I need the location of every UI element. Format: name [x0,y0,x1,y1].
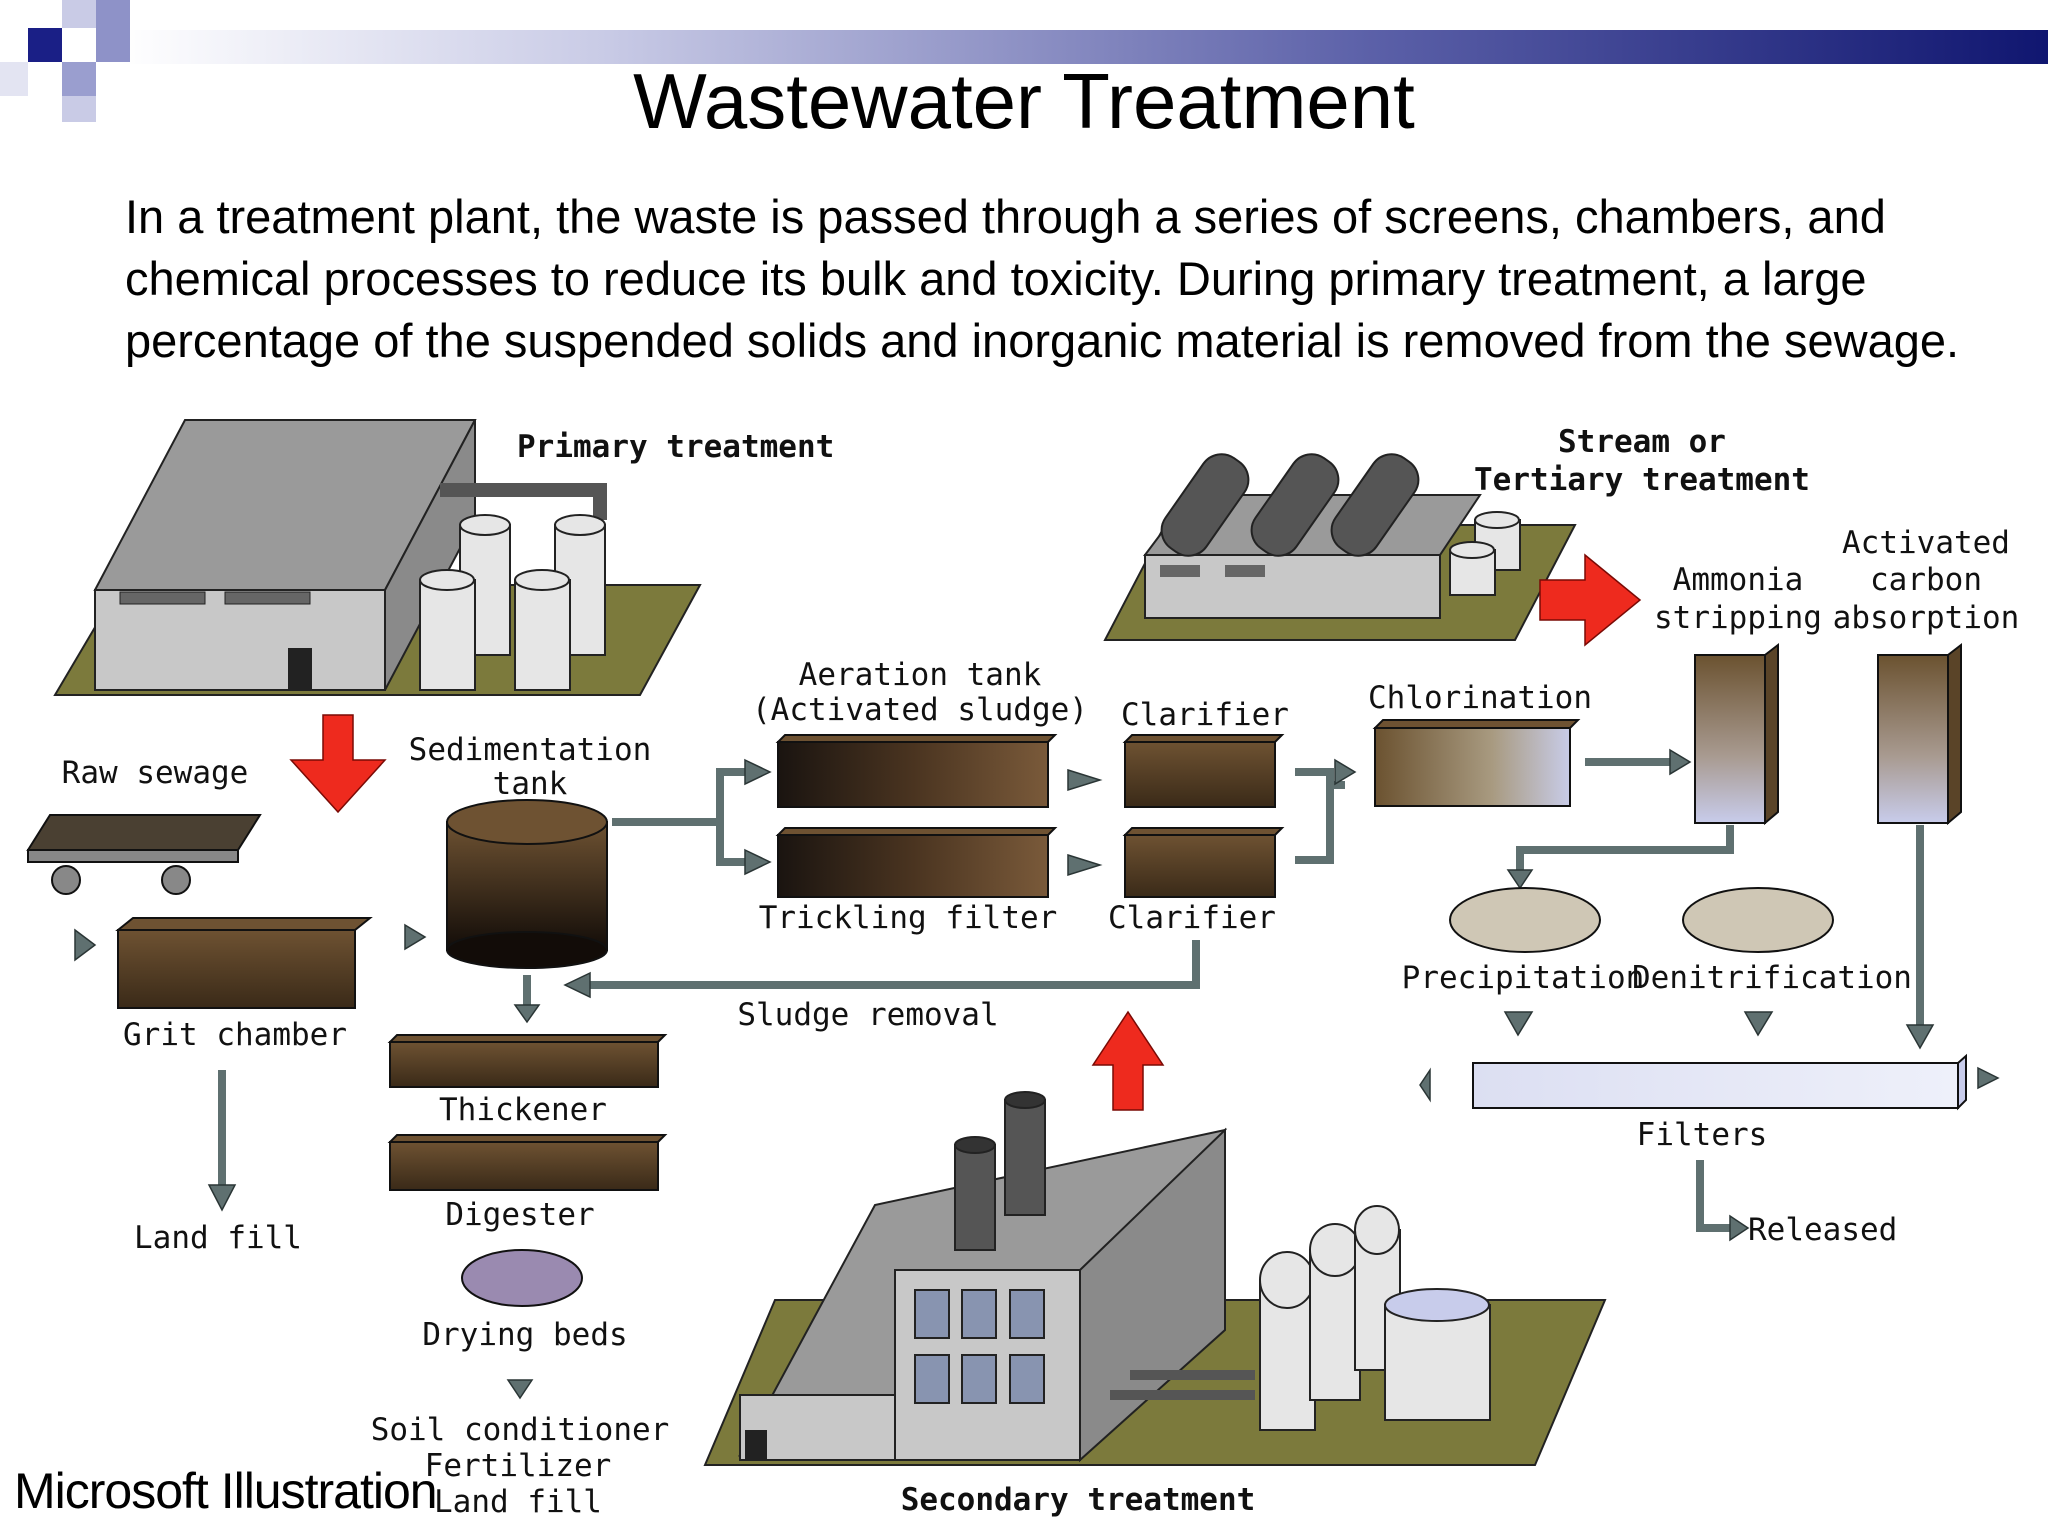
label-stripping: stripping [1654,600,1822,636]
clarifier-top-box [1122,734,1285,808]
slide-title: Wastewater Treatment [633,57,1415,145]
intro-paragraph: In a treatment plant, the waste is passe… [125,190,1960,367]
label-denitrification: Denitrification [1632,960,1912,996]
label-clarifier-top: Clarifier [1121,697,1289,733]
deco-square [96,0,130,28]
label-released: Released [1748,1212,1897,1248]
process-vessels [26,642,1967,1307]
label-ammonia: Ammonia [1673,562,1804,598]
diagram-labels: Primary treatment Stream or Tertiary tre… [62,424,2020,1520]
primary-plant-illustration [53,419,702,696]
label-clarifier-bottom: Clarifier [1108,900,1276,936]
label-fertilizer: Fertilizer [425,1448,612,1484]
raw-sewage-cart [26,814,262,895]
denitrification-basin [1682,887,1834,953]
label-absorption: absorption [1833,600,2020,636]
digester-box [387,1134,668,1191]
flow-pipes [218,758,1924,1232]
label-secondary-treatment: Secondary treatment [901,1482,1256,1518]
label-activated-sludge: (Activated sludge) [752,692,1088,728]
label-thickener: Thickener [439,1092,607,1128]
label-chlorination: Chlorination [1368,680,1592,716]
clarifier-bottom-box [1122,827,1285,898]
red-arrow-up [1091,1010,1165,1111]
carbon-absorption-column [1877,642,1962,826]
deco-square [62,62,96,96]
label-tank: tank [493,766,568,802]
ammonia-stripping-column [1694,642,1779,826]
label-land-fill-2: Land fill [434,1484,602,1520]
deco-square [62,0,96,28]
label-precipitation: Precipitation [1402,960,1645,996]
red-arrow-right [1539,553,1642,647]
label-filters: Filters [1637,1117,1768,1153]
label-land-fill: Land fill [134,1220,302,1256]
label-raw-sewage: Raw sewage [62,755,249,791]
label-activated: Activated [1842,525,2010,561]
aeration-tank-box [775,734,1058,808]
flow-arrowheads [74,748,2000,1400]
header-gradient-band [120,30,2048,64]
grit-chamber-box [115,917,373,1009]
label-aeration-tank: Aeration tank [799,657,1042,693]
red-arrow-down [289,714,387,814]
label-sludge-removal: Sludge removal [737,997,998,1033]
secondary-plant-illustration [703,1091,1607,1466]
credit-text: Microsoft Illustration [14,1463,438,1519]
deco-square [28,28,62,62]
label-sedimentation: Sedimentation [409,732,652,768]
label-drying-beds: Drying beds [422,1317,627,1353]
filters-box [1472,1053,1967,1111]
label-grit-chamber: Grit chamber [123,1017,347,1053]
deco-square [96,28,130,62]
label-primary-treatment: Primary treatment [517,429,834,465]
label-carbon: carbon [1870,562,1982,598]
trickling-filter-box [775,827,1058,898]
label-trickling-filter: Trickling filter [759,900,1058,936]
label-soil-conditioner: Soil conditioner [371,1412,670,1448]
label-digester: Digester [445,1197,594,1233]
label-stream-or: Stream or [1558,424,1726,460]
thickener-box [387,1034,668,1088]
drying-beds-basin [461,1249,583,1307]
precipitation-basin [1449,887,1601,953]
deco-square [62,96,96,122]
chlorination-box [1372,719,1581,807]
label-tertiary-treatment: Tertiary treatment [1474,462,1810,498]
tertiary-plant-illustration [1103,453,1577,641]
red-arrows [289,553,1642,1111]
sedimentation-tank-cylinder [446,799,608,969]
deco-square [0,62,28,96]
